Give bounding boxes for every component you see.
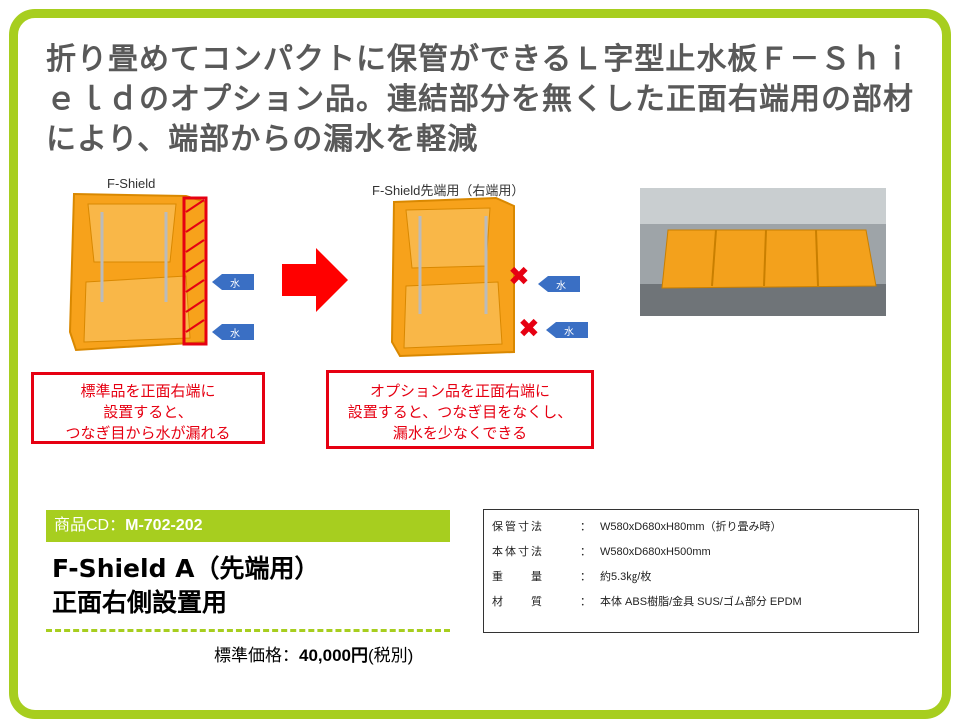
price-value: 40,000円 [299, 646, 368, 665]
f-shield-standard-image [68, 192, 208, 352]
slide-frame [9, 9, 951, 719]
f-shield-tip-label: F-Shield先端用（右端用） [372, 183, 525, 198]
caption-line: 設置すると、つなぎ目をなくし、 [347, 403, 573, 421]
headline: 折り畳めてコンパクトに保管ができるＬ字型止水板Ｆ－Ｓｈｉｅｌｄのオプション品。連… [46, 42, 914, 157]
spec-row: 材 質：本体 ABS樹脂/金具 SUS/ゴム部分 EPDM [492, 593, 802, 609]
spec-value: W580xD680xH500mm [600, 546, 711, 558]
product-title-line2: 正面右側設置用 [52, 588, 228, 617]
water-label: 水 [556, 281, 566, 292]
water-label: 水 [230, 279, 240, 290]
spec-value: 本体 ABS樹脂/金具 SUS/ゴム部分 EPDM [600, 596, 802, 608]
spec-table: 保管寸法：W580xD680xH80mm（折り畳み時） 本体寸法：W580xD6… [483, 509, 919, 633]
caption-line: 漏水を少なくできる [392, 424, 528, 442]
caption-line: 設置すると、 [103, 403, 193, 421]
spec-value: 約5.3㎏/枚 [600, 571, 652, 583]
price-label: 標準価格： [214, 646, 299, 665]
caption-line: つなぎ目から水が漏れる [65, 424, 231, 442]
water-arrow: 水 [212, 322, 254, 346]
x-mark-icon: ✖ [518, 314, 540, 344]
product-code-bar: 商品CD：M-702-202 [46, 510, 450, 542]
caption-line: オプション品を正面右端に [369, 382, 550, 400]
caption-line: 標準品を正面右端に [80, 382, 216, 400]
standard-caption: 標準品を正面右端に 設置すると、 つなぎ目から水が漏れる [31, 372, 265, 444]
installed-photo [640, 188, 886, 316]
spec-row: 本体寸法：W580xD680xH500mm [492, 543, 711, 559]
water-label: 水 [564, 327, 574, 338]
water-arrow: 水 [212, 272, 254, 296]
divider [46, 629, 450, 632]
product-code-label: 商品CD： [54, 517, 126, 534]
price: 標準価格：40,000円(税別) [214, 641, 413, 666]
x-mark-icon: ✖ [508, 262, 530, 292]
water-label: 水 [230, 329, 240, 340]
option-caption: オプション品を正面右端に 設置すると、つなぎ目をなくし、 漏水を少なくできる [326, 370, 594, 449]
water-arrow: 水 [546, 320, 588, 344]
water-arrow: 水 [538, 274, 580, 298]
spec-value: W580xD680xH80mm（折り畳み時） [600, 521, 782, 533]
spec-row: 重 量：約5.3㎏/枚 [492, 568, 651, 584]
red-arrow-icon [282, 248, 348, 312]
spec-key: 保管寸法 [492, 521, 544, 533]
f-shield-tip-image [390, 196, 515, 358]
spec-key: 本体寸法 [492, 546, 544, 558]
spec-key: 重 量 [492, 571, 544, 583]
product-code-value: M-702-202 [125, 517, 203, 534]
price-note: (税別) [368, 646, 414, 665]
f-shield-label: F-Shield [107, 176, 156, 191]
product-title: F-Shield A（先端用） 正面右側設置用 [52, 552, 320, 620]
product-title-line1: F-Shield A（先端用） [52, 554, 320, 583]
spec-key: 材 質 [492, 596, 544, 608]
spec-row: 保管寸法：W580xD680xH80mm（折り畳み時） [492, 518, 782, 534]
